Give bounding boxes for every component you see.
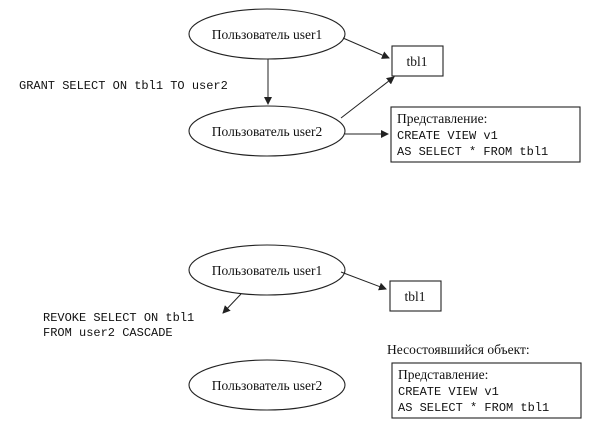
bottom-user2-label: Пользователь user2 [212, 378, 322, 393]
top-view-line1: CREATE VIEW v1 [397, 129, 498, 143]
top-view-title: Представление: [397, 111, 487, 126]
bottom-user1-table-arrow [340, 271, 387, 291]
top-user2-node [188, 105, 346, 157]
bottom-table-node [389, 280, 442, 312]
bottom-view-title: Представление: [398, 367, 488, 382]
top-table-label: tbl1 [406, 54, 427, 69]
bottom-diagram: Пользователь user1 Пользователь user2 tb… [43, 244, 582, 419]
bottom-user1-node [188, 244, 346, 296]
bottom-user2-node [188, 359, 346, 411]
revoke-arrow [222, 293, 242, 314]
revoke-statement-line1: REVOKE SELECT ON tbl1 [43, 311, 194, 325]
bottom-table-label: tbl1 [404, 289, 425, 304]
top-table-node [391, 45, 444, 77]
bottom-view-node [391, 362, 582, 419]
bottom-view-line1: CREATE VIEW v1 [398, 385, 499, 399]
failed-object-label: Несостоявшийся объект: [387, 342, 530, 357]
user2-table-arrow [340, 76, 395, 119]
top-user1-label: Пользователь user1 [212, 27, 322, 42]
revoke-statement-line2: FROM user2 CASCADE [43, 326, 173, 340]
top-user2-label: Пользователь user2 [212, 124, 322, 139]
grant-statement: GRANT SELECT ON tbl1 TO user2 [19, 79, 228, 93]
top-diagram: Пользователь user1 Пользователь user2 tb… [19, 8, 581, 163]
bottom-view-line2: AS SELECT * FROM tbl1 [398, 401, 549, 415]
top-user1-node [188, 8, 346, 60]
bottom-user1-label: Пользователь user1 [212, 263, 322, 278]
top-view-node [390, 106, 581, 163]
top-view-line2: AS SELECT * FROM tbl1 [397, 145, 548, 159]
user1-table-arrow [342, 37, 390, 59]
